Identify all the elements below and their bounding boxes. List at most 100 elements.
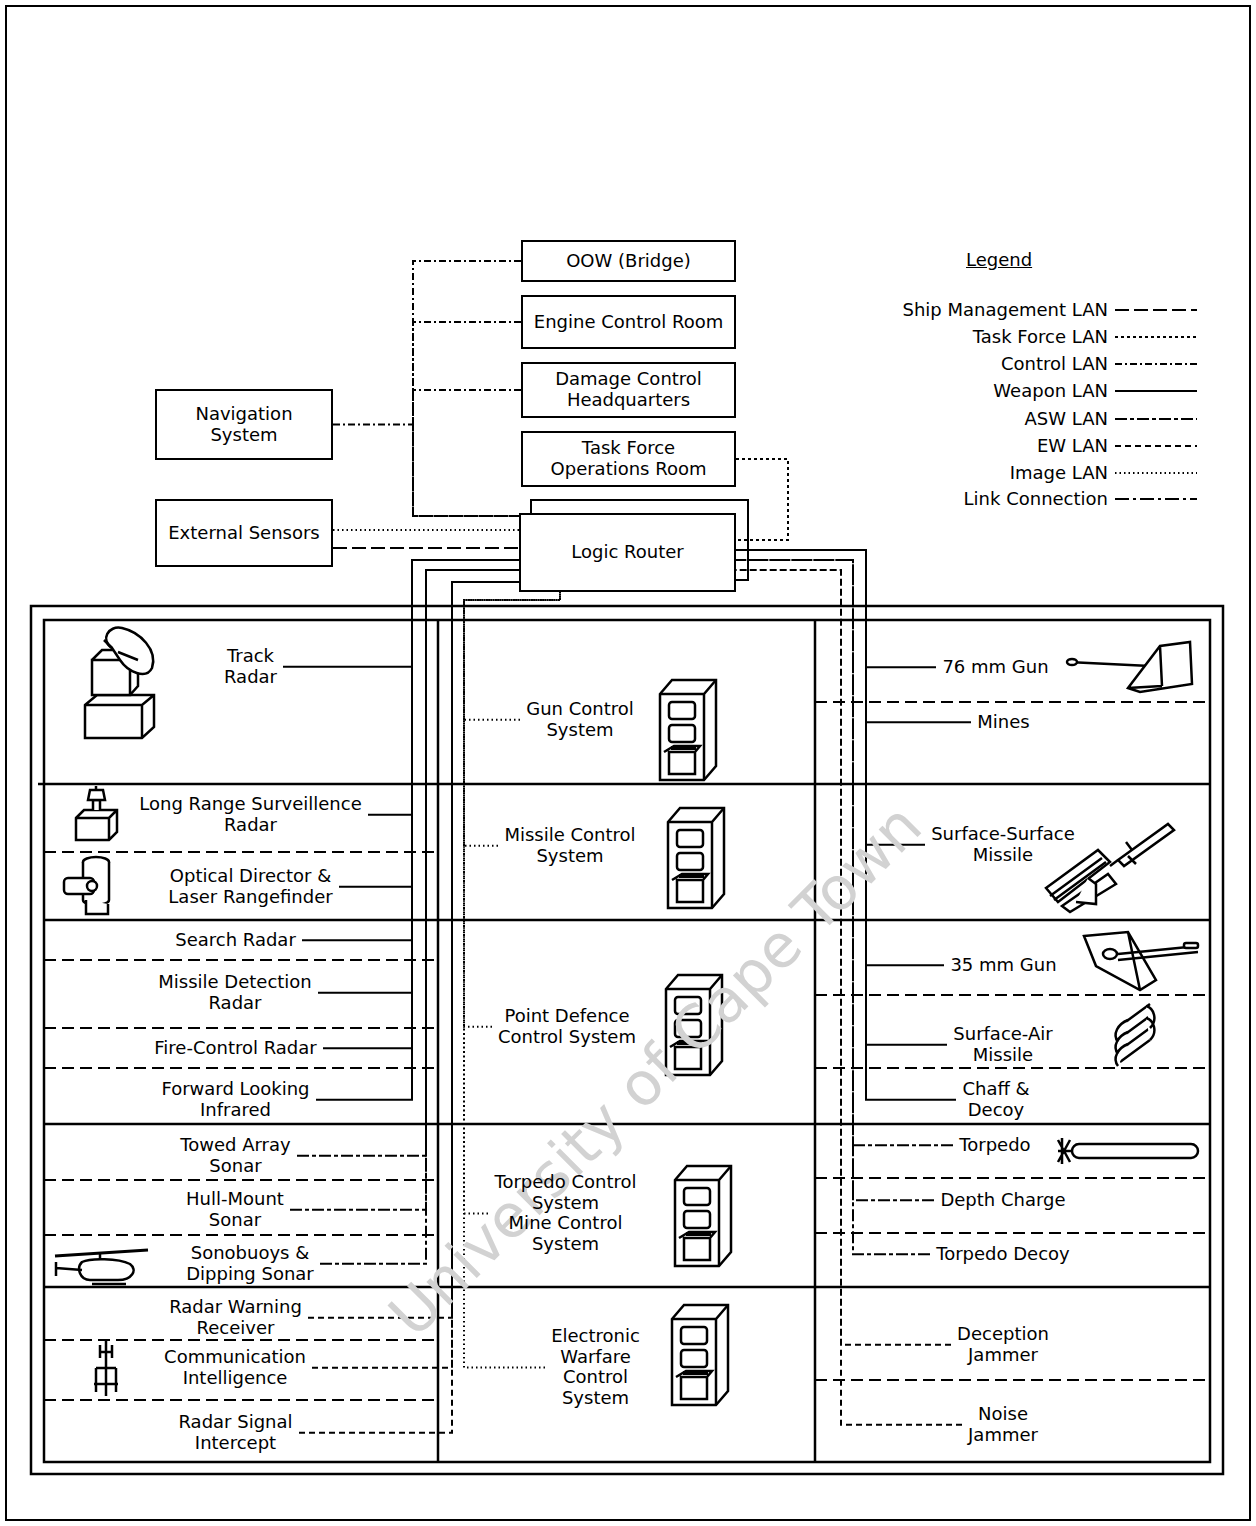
node-label: Communication Intelligence: [163, 1347, 307, 1388]
node-label: Forward Looking Infrared: [160, 1079, 311, 1120]
node-label: Sonobuoys & Dipping Sonar: [185, 1243, 315, 1284]
row-separators: [44, 919, 1210, 922]
labelled-cell: Point Defence Control System: [492, 1004, 642, 1049]
node-label: Noise Jammer: [967, 1404, 1039, 1445]
labelled-cell: Communication Intelligence: [158, 1345, 312, 1390]
76mm-gun-icon: [1067, 659, 1077, 665]
node-label: Towed Array Sonar: [179, 1135, 292, 1176]
legend-label: Control LAN: [1001, 353, 1108, 375]
optical-director-icon: [64, 857, 109, 914]
legend-label: Image LAN: [1010, 462, 1108, 484]
labelled-cell: Optical Director & Laser Rangefinder: [162, 864, 339, 909]
lan-connector: [736, 459, 788, 540]
node-label: Electronic Warfare Control System: [550, 1326, 641, 1409]
legend-title: Legend: [966, 249, 1032, 270]
lan-connector: [413, 261, 521, 516]
node-label: Surface-Surface Missile: [930, 824, 1076, 865]
lan-connector: [413, 322, 521, 516]
labelled-cell: 35 mm Gun: [944, 953, 1063, 978]
35mm-gun-icon: [1103, 949, 1117, 959]
labelled-cell: Track Radar: [218, 644, 283, 689]
node-label: Search Radar: [174, 930, 297, 951]
labelled-cell: Chaff & Decoy: [956, 1077, 1036, 1122]
node-label: Gun Control System: [525, 699, 635, 740]
legend-line-sample: [1115, 418, 1197, 420]
node-label: Point Defence Control System: [497, 1006, 637, 1047]
labelled-cell: Torpedo: [953, 1133, 1037, 1158]
76mm-gun-icon: [1128, 642, 1192, 692]
dashed-separators: [44, 1399, 438, 1401]
ssm-launcher-icon: [1062, 874, 1116, 912]
router-box: Logic Router: [519, 513, 736, 592]
node-label: Chaff & Decoy: [961, 1079, 1031, 1120]
process-box: Engine Control Room: [521, 295, 736, 349]
row-separators: [44, 1286, 1210, 1289]
node-label: 76 mm Gun: [941, 657, 1050, 678]
labelled-cell: Depth Charge: [934, 1188, 1072, 1213]
labelled-cell: Torpedo Control SystemMine Control Syste…: [488, 1170, 643, 1257]
node-label: Torpedo Decoy: [935, 1244, 1071, 1265]
node-label: Long Range Surveillence Radar: [138, 794, 363, 835]
helicopter-icon: [56, 1262, 82, 1276]
helicopter-icon: [55, 1250, 148, 1256]
antenna-mast-icon: [96, 1345, 116, 1392]
lan-connector: [333, 547, 519, 549]
node-label: Missile Control System: [503, 825, 637, 866]
gun-control-cabinet: [660, 680, 716, 780]
sam-launcher-icon: [1116, 1004, 1155, 1066]
76mm-gun-icon: [1067, 642, 1192, 692]
node-label: Damage Control Headquarters: [533, 369, 724, 410]
dashed-separators: [815, 1067, 1210, 1069]
node-label: Deception Jammer: [956, 1324, 1050, 1365]
legend-label: EW LAN: [1037, 435, 1108, 457]
node-label: 35 mm Gun: [949, 955, 1058, 976]
legend-label: ASW LAN: [1025, 408, 1108, 430]
torpedo-icon: [1058, 1138, 1072, 1164]
dashed-separators: [815, 1232, 1210, 1234]
dashed-separators: [44, 1339, 438, 1341]
76mm-gun-icon: [1068, 662, 1150, 666]
dashed-separators: [44, 1027, 438, 1029]
legend-label: Ship Management LAN: [903, 299, 1109, 321]
surveillance-radar-icon: [88, 790, 105, 800]
process-box: Task Force Operations Room: [521, 431, 736, 487]
dashed-separators: [44, 1067, 438, 1069]
process-box: OOW (Bridge): [521, 240, 736, 282]
node-label: Optical Director & Laser Rangefinder: [167, 866, 334, 907]
dashed-separators: [815, 701, 1210, 703]
dashed-separators: [44, 1179, 438, 1181]
lan-connector: [413, 390, 521, 516]
node-label: Fire-Control Radar: [153, 1038, 318, 1059]
process-box: Damage Control Headquarters: [521, 362, 736, 418]
labelled-cell: Missile Detection Radar: [152, 970, 318, 1015]
legend-line-sample: [1115, 472, 1197, 474]
labelled-cell: Towed Array Sonar: [174, 1133, 297, 1178]
track-radar-icon: [85, 628, 154, 738]
node-label: Surface-Air Missile: [952, 1024, 1054, 1065]
node-label: Depth Charge: [939, 1190, 1067, 1211]
legend-line-sample: [1115, 363, 1197, 365]
lan-connector: [333, 529, 519, 531]
lan-connector: [318, 560, 519, 993]
lan-connector: [320, 570, 519, 1264]
node-label: External Sensors: [168, 523, 319, 544]
surveillance-radar-icon: [76, 786, 117, 840]
lan-connector: [464, 592, 560, 1213]
dashed-separators: [815, 1379, 1210, 1381]
lan-connector: [339, 560, 519, 887]
lan-connector: [302, 560, 519, 940]
dashed-separators: [44, 1234, 438, 1236]
row-separators: [38, 783, 1210, 786]
torpedo-icon: [1072, 1144, 1198, 1158]
dashed-separators: [44, 959, 438, 961]
labelled-cell: Surface-Air Missile: [947, 1022, 1059, 1067]
dashed-separators: [815, 994, 1210, 996]
node-label: Track Radar: [223, 646, 278, 687]
node-label: Torpedo Control System: [493, 1172, 638, 1213]
sam-launcher-icon: [1146, 1006, 1154, 1040]
optical-director-icon: [83, 862, 109, 905]
legend-line-sample: [1115, 390, 1197, 392]
optical-director-icon: [86, 900, 108, 914]
labelled-cell: Electronic Warfare Control System: [545, 1324, 646, 1411]
